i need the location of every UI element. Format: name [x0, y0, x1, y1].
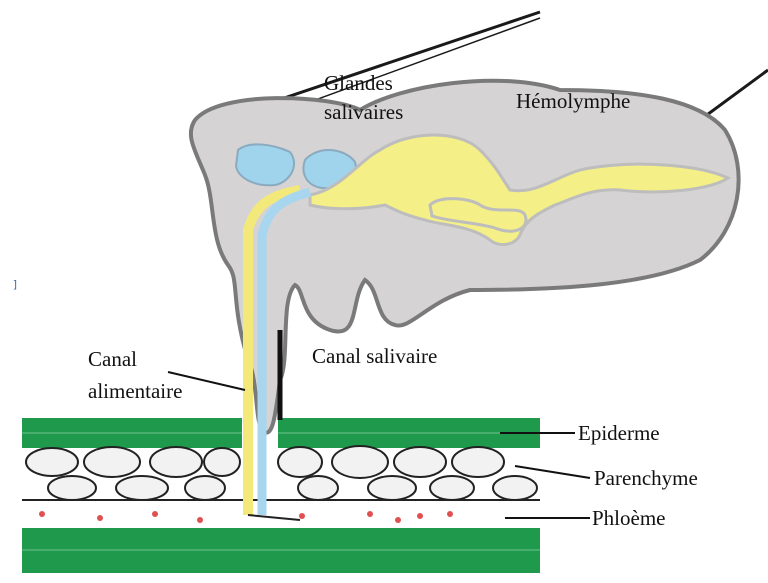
label-canal-alimentaire-line1: Canal [88, 347, 137, 371]
phloem [22, 502, 540, 528]
epidermis-top [22, 418, 540, 448]
label-glandes-line2: salivaires [324, 100, 403, 124]
antenna-right [700, 70, 768, 120]
epidermis-bottom [22, 528, 540, 573]
salivary-gland-left [236, 144, 294, 185]
label-canal-alimentaire-line2: alimentaire [88, 379, 182, 403]
label-phloeme: Phloème [592, 506, 666, 530]
label-parenchyme: Parenchyme [594, 466, 698, 490]
parenchyma [22, 446, 540, 500]
label-epiderme: Epiderme [578, 421, 660, 445]
edge-glyph: ] [12, 278, 19, 291]
label-glandes-line1: Glandes [324, 71, 393, 95]
label-canal-salivaire: Canal salivaire [312, 344, 437, 368]
label-hemolymphe: Hémolymphe [516, 89, 630, 113]
insect-body [191, 81, 739, 433]
leader-parenchyme [515, 466, 590, 478]
